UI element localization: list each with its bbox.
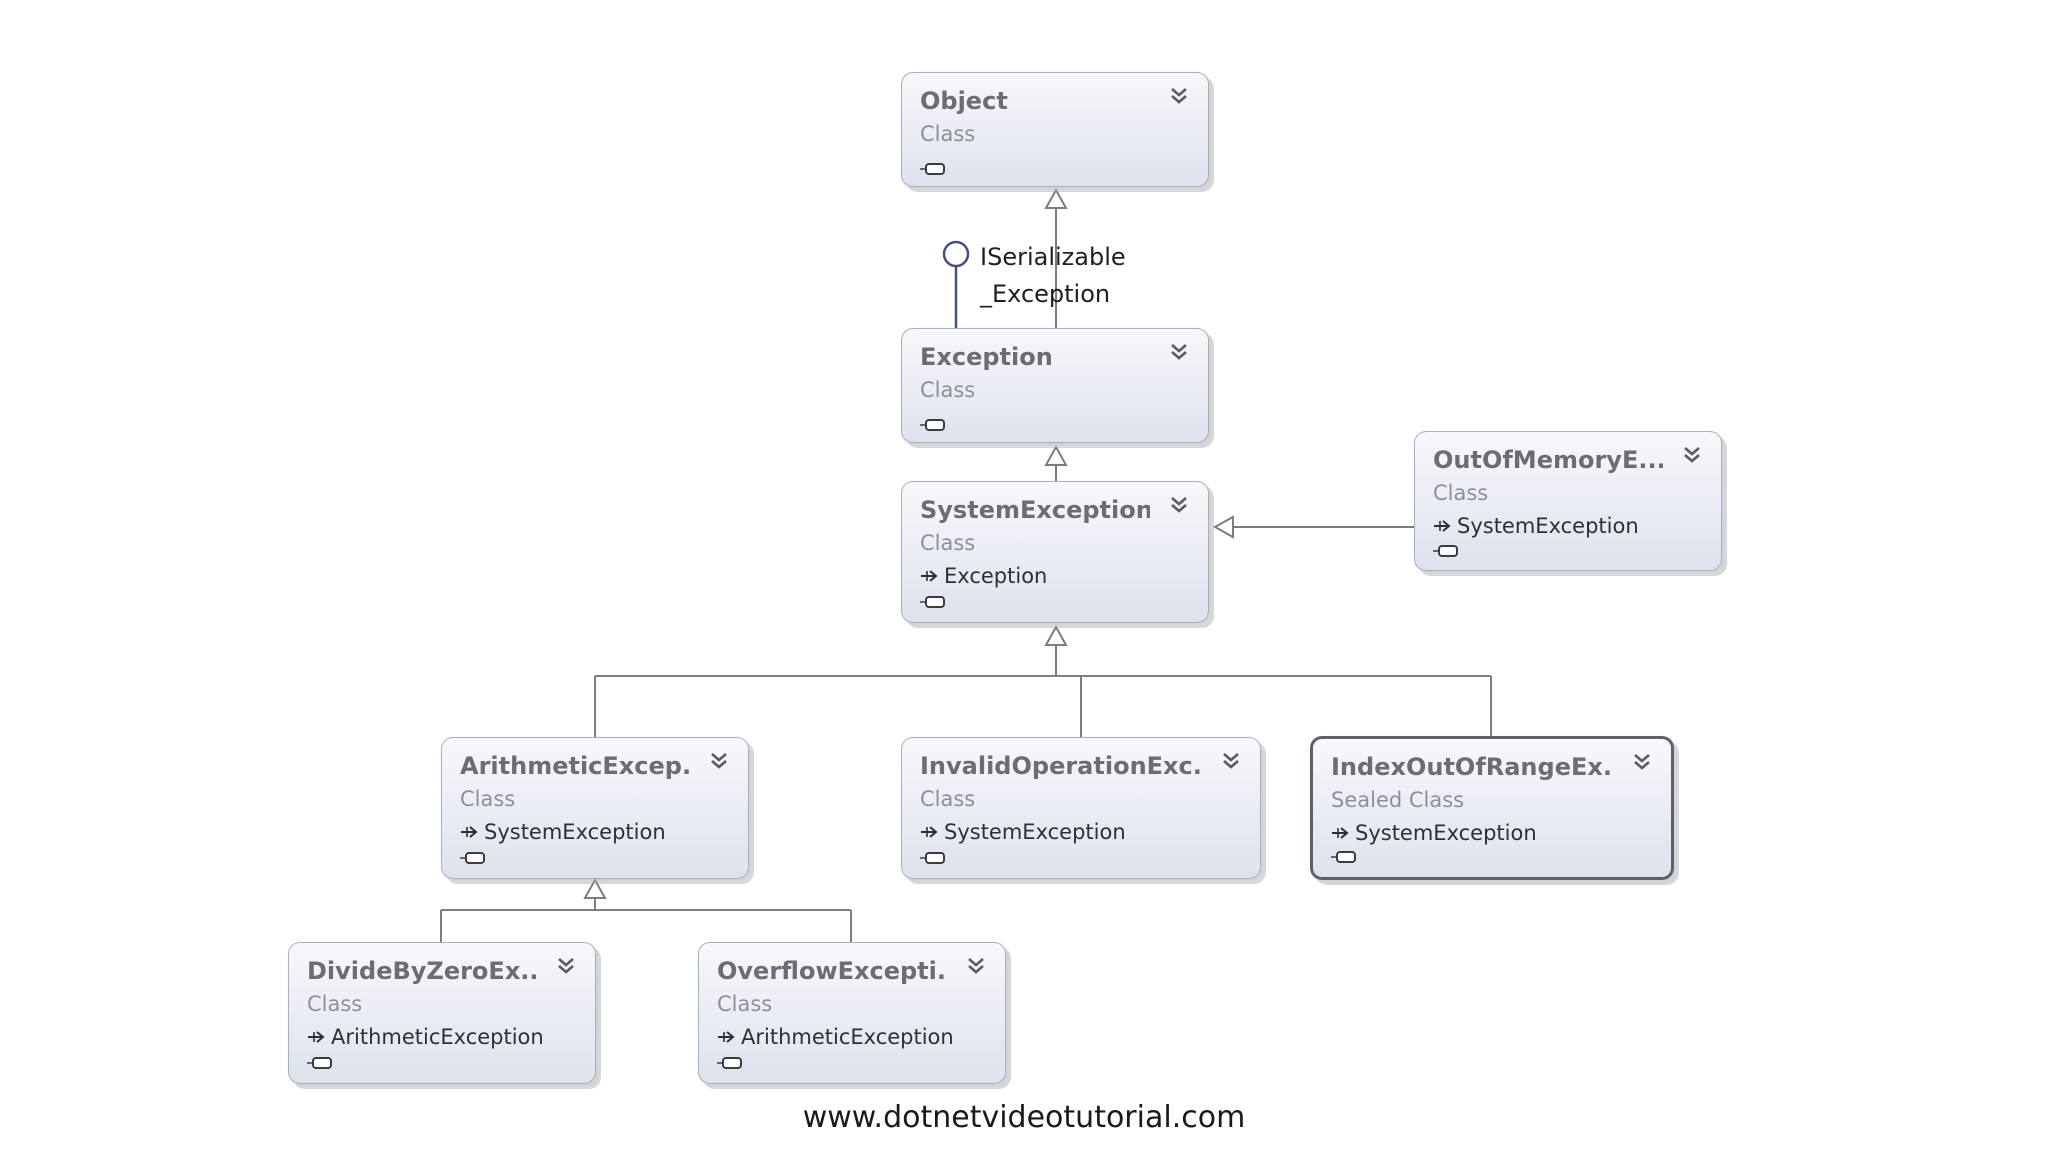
class-name: Object: [920, 87, 1008, 115]
double-chevron-down-icon[interactable]: [1168, 341, 1190, 363]
class-kind: Class: [717, 992, 773, 1016]
interface-label-iserializable: ISerializable: [980, 243, 1126, 271]
members-compartment-icon[interactable]: [1329, 849, 1359, 865]
inheritance-arrow-icon: [921, 570, 938, 582]
interface-label-exception: _Exception: [980, 280, 1111, 308]
double-chevron-down-icon[interactable]: [1168, 494, 1190, 516]
class-kind: Class: [920, 787, 976, 811]
class-box-outofmemoryexception[interactable]: OutOfMemoryE... Class SystemException: [1414, 431, 1722, 571]
double-chevron-down-icon[interactable]: [708, 750, 730, 772]
class-kind: Class: [307, 992, 363, 1016]
class-name: OutOfMemoryE...: [1433, 446, 1663, 474]
class-kind: Class: [460, 787, 516, 811]
class-box-dividebyzeroexception[interactable]: DivideByZeroEx... Class ArithmeticExcept…: [288, 942, 596, 1084]
inheritance-arrow-icon: [461, 826, 478, 838]
base-class-ref: SystemException: [920, 820, 1126, 844]
class-name: IndexOutOfRangeEx...: [1331, 753, 1613, 781]
members-compartment-icon[interactable]: [1431, 543, 1461, 559]
members-compartment-icon[interactable]: [918, 594, 948, 610]
class-box-invalidoperationexception[interactable]: InvalidOperationExc... Class SystemExcep…: [901, 737, 1261, 879]
generalization-arrowhead: [1044, 624, 1068, 646]
inheritance-arrow-icon: [718, 1031, 735, 1043]
generalization-arrowhead: [1212, 515, 1234, 539]
class-name: Exception: [920, 343, 1053, 371]
base-class-name: SystemException: [944, 820, 1126, 844]
inheritance-arrow-icon: [308, 1031, 325, 1043]
class-kind: Class: [920, 531, 976, 555]
base-class-name: ArithmeticException: [331, 1025, 544, 1049]
base-class-ref: SystemException: [1331, 821, 1537, 845]
website-footer: www.dotnetvideotutorial.com: [802, 1100, 1246, 1135]
class-name: InvalidOperationExc...: [920, 752, 1202, 780]
generalization-arrowhead: [583, 877, 607, 899]
base-class-ref: ArithmeticException: [307, 1025, 544, 1049]
class-name: ArithmeticExcep...: [460, 752, 690, 780]
class-kind: Class: [920, 378, 976, 402]
interface-lollipop-icon: [942, 240, 970, 330]
double-chevron-down-icon[interactable]: [1168, 85, 1190, 107]
members-compartment-icon[interactable]: [918, 850, 948, 866]
double-chevron-down-icon[interactable]: [555, 955, 577, 977]
members-compartment-icon[interactable]: [715, 1055, 745, 1071]
inheritance-arrow-icon: [921, 826, 938, 838]
base-class-ref: Exception: [920, 564, 1047, 588]
base-class-name: SystemException: [484, 820, 666, 844]
base-class-name: SystemException: [1355, 821, 1537, 845]
class-kind: Class: [1433, 481, 1489, 505]
base-class-name: ArithmeticException: [741, 1025, 954, 1049]
members-compartment-icon[interactable]: [918, 417, 948, 433]
class-box-arithmeticexception[interactable]: ArithmeticExcep... Class SystemException: [441, 737, 749, 879]
class-name: OverflowExcepti...: [717, 957, 947, 985]
base-class-ref: SystemException: [1433, 514, 1639, 538]
members-compartment-icon[interactable]: [918, 161, 948, 177]
class-kind: Sealed Class: [1331, 788, 1465, 812]
class-box-object[interactable]: Object Class: [901, 72, 1209, 187]
double-chevron-down-icon[interactable]: [1220, 750, 1242, 772]
class-box-systemexception[interactable]: SystemException Class Exception: [901, 481, 1209, 623]
class-name: DivideByZeroEx...: [307, 957, 537, 985]
generalization-arrowhead: [1044, 444, 1068, 466]
members-compartment-icon[interactable]: [458, 850, 488, 866]
base-class-ref: SystemException: [460, 820, 666, 844]
inheritance-arrow-icon: [1332, 827, 1349, 839]
double-chevron-down-icon[interactable]: [1631, 751, 1653, 773]
class-box-indexoutofrangeexception[interactable]: IndexOutOfRangeEx... Sealed Class System…: [1310, 736, 1674, 880]
generalization-arrowhead: [1044, 187, 1068, 209]
class-box-overflowexception[interactable]: OverflowExcepti... Class ArithmeticExcep…: [698, 942, 1006, 1084]
base-class-ref: ArithmeticException: [717, 1025, 954, 1049]
members-compartment-icon[interactable]: [305, 1055, 335, 1071]
double-chevron-down-icon[interactable]: [1681, 444, 1703, 466]
inheritance-arrow-icon: [1434, 520, 1451, 532]
class-kind: Class: [920, 122, 976, 146]
class-name: SystemException: [920, 496, 1150, 524]
double-chevron-down-icon[interactable]: [965, 955, 987, 977]
class-box-exception[interactable]: Exception Class: [901, 328, 1209, 443]
base-class-name: SystemException: [1457, 514, 1639, 538]
base-class-name: Exception: [944, 564, 1048, 588]
